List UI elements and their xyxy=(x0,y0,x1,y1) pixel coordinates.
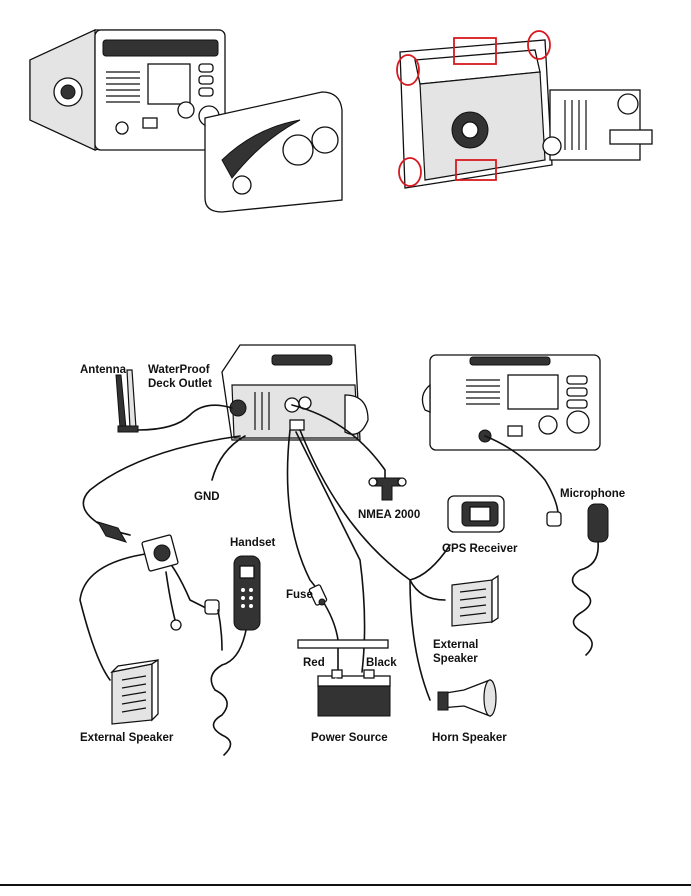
microphone-label: Microphone xyxy=(560,488,625,500)
main-radio-rear xyxy=(222,345,368,440)
horn-speaker-label: Horn Speaker xyxy=(432,732,507,744)
nmea-label: NMEA 2000 xyxy=(358,509,420,521)
footer-rule xyxy=(0,884,691,886)
red-wire-label: Red xyxy=(303,657,325,669)
fuse-label: Fuse xyxy=(286,589,313,601)
deck-outlet-label-line1: WaterProof xyxy=(148,364,210,376)
nmea-connector-icon xyxy=(369,478,406,500)
handset-label: Handset xyxy=(230,537,276,549)
handset-icon xyxy=(205,556,260,755)
deck-outlet-connector xyxy=(98,522,181,630)
ext-speaker-right-label-line1: External xyxy=(433,639,478,651)
gps-label: GPS Receiver xyxy=(442,543,518,555)
external-speaker-right-icon xyxy=(452,576,498,626)
radio-front-illustration xyxy=(30,30,225,150)
deck-outlet-label-line2: Deck Outlet xyxy=(148,378,212,390)
gnd-label: GND xyxy=(194,491,220,503)
main-radio-front xyxy=(422,355,600,450)
ext-speaker-right-label-line2: Speaker xyxy=(433,653,478,665)
ext-speaker-left-label: External Speaker xyxy=(80,732,174,744)
microphone-icon xyxy=(547,504,608,655)
power-source-label: Power Source xyxy=(311,732,388,744)
power-source-icon xyxy=(298,640,390,716)
radio-rear-illustration xyxy=(400,40,652,188)
antenna-icon xyxy=(116,370,138,432)
external-speaker-left-icon xyxy=(112,660,158,724)
antenna-label: Antenna xyxy=(80,364,127,376)
battery-minus-label: - xyxy=(366,676,369,687)
horn-speaker-icon xyxy=(438,680,496,716)
battery-plus-label: + xyxy=(333,676,339,687)
gps-receiver-icon xyxy=(448,496,504,532)
black-wire-label: Black xyxy=(366,657,397,669)
